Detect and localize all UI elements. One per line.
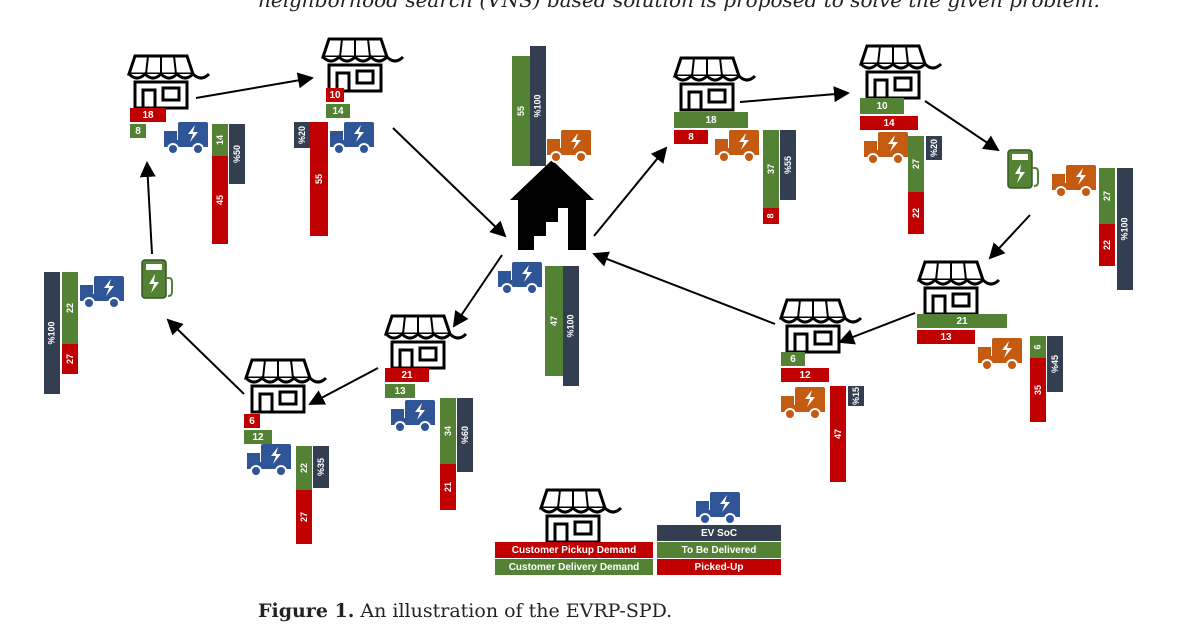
legend-ev-soc: EV SoC <box>657 525 781 541</box>
vehicle-picked-up-bar: 47 <box>830 386 846 482</box>
customer-pickup-demand: 6 <box>244 414 260 428</box>
vehicle-soc-bar: %50 <box>229 124 245 184</box>
vehicle-picked-up-bar: 27 <box>296 490 312 544</box>
depot-out-soc-bar: %100 <box>530 46 546 166</box>
depot-in-soc-bar: %100 <box>563 266 579 386</box>
ev-truck-icon <box>390 399 436 433</box>
ev-truck-icon <box>863 131 909 165</box>
route-arrow <box>392 127 507 238</box>
vehicle-soc-bar: %45 <box>1047 336 1063 392</box>
vehicle-to-be-delivered-bar: 14 <box>212 124 228 156</box>
ev-truck-icon <box>780 386 826 420</box>
legend-customer-delivery: Customer Delivery Demand <box>495 559 653 575</box>
vehicle-soc-bar: %60 <box>457 398 473 472</box>
vehicle-picked-up-bar: 22 <box>1099 224 1115 266</box>
route-arrow <box>592 251 776 325</box>
ev-truck-icon <box>977 337 1023 371</box>
ev-truck-icon <box>714 129 760 163</box>
customer-pickup-demand: 18 <box>130 108 166 122</box>
charger-icon <box>141 259 173 299</box>
customer-delivery-demand: 18 <box>674 112 748 128</box>
customer-pickup-demand: 10 <box>326 88 344 102</box>
vehicle-to-be-delivered-bar: 22 <box>296 446 312 490</box>
vehicle-to-be-delivered-bar: 34 <box>440 398 456 464</box>
store-icon <box>384 314 468 370</box>
store-icon <box>127 54 211 110</box>
customer-delivery-demand: 8 <box>130 124 146 138</box>
customer-delivery-demand: 6 <box>781 352 805 366</box>
route-arrow <box>593 146 668 237</box>
depot-in-delivered-bar: 47 <box>545 266 563 376</box>
route-arrow <box>739 86 850 103</box>
route-arrows <box>139 72 1031 405</box>
customer-pickup-demand: 13 <box>917 330 975 344</box>
store-icon <box>244 358 328 414</box>
ev-truck-icon <box>246 443 292 477</box>
vehicle-to-be-delivered-bar: 6 <box>1030 336 1046 358</box>
route-arrow <box>838 312 916 345</box>
vehicle-picked-up-bar: 55 <box>310 122 328 236</box>
route-arrow <box>166 318 245 395</box>
route-arrow <box>195 72 314 99</box>
header-text: neighborhood search (VNS) based solution… <box>258 0 1100 12</box>
store-icon <box>859 44 943 100</box>
vehicle-picked-up-bar: 27 <box>62 344 78 374</box>
ev-truck-icon <box>497 261 543 295</box>
vehicle-picked-up-bar: 22 <box>908 192 924 234</box>
customer-pickup-demand: 8 <box>674 130 708 144</box>
vehicle-soc-bar: %55 <box>780 130 796 200</box>
figure-caption: Figure 1. An illustration of the EVRP-SP… <box>258 600 672 622</box>
vehicle-soc-bar: %20 <box>294 122 310 148</box>
legend-picked-up: Picked-Up <box>657 559 781 575</box>
legend-to-be-delivered: To Be Delivered <box>657 542 781 558</box>
vehicle-soc-bar: %35 <box>313 446 329 488</box>
customer-delivery-demand: 14 <box>326 104 350 118</box>
vehicle-soc-bar: %20 <box>926 136 942 160</box>
store-icon <box>321 37 405 93</box>
depot-icon <box>510 160 594 250</box>
route-arrow <box>988 214 1031 260</box>
customer-delivery-demand: 13 <box>385 384 415 398</box>
vehicle-picked-up-bar: 8 <box>763 208 779 224</box>
route-arrow <box>452 254 503 328</box>
customer-pickup-demand: 21 <box>385 368 429 382</box>
vehicle-to-be-delivered-bar: 27 <box>1099 168 1115 224</box>
vehicle-picked-up-bar: 21 <box>440 464 456 510</box>
vehicle-soc-bar: %15 <box>848 386 864 406</box>
vehicle-picked-up-bar: 45 <box>212 156 228 244</box>
customer-pickup-demand: 12 <box>781 368 829 382</box>
store-icon <box>539 488 623 544</box>
charger-icon <box>1007 149 1039 189</box>
customer-delivery-demand: 21 <box>917 314 1007 328</box>
vehicle-soc-bar: %100 <box>44 272 60 394</box>
ev-truck-icon <box>163 121 209 155</box>
vehicle-to-be-delivered-bar: 27 <box>908 136 924 192</box>
figure-label: Figure 1. <box>258 600 355 622</box>
ev-truck-icon <box>329 121 375 155</box>
legend-customer-pickup: Customer Pickup Demand <box>495 542 653 558</box>
store-icon <box>779 298 863 354</box>
customer-delivery-demand: 12 <box>244 430 272 444</box>
route-arrow <box>139 161 156 255</box>
store-icon <box>917 260 1001 316</box>
route-arrow <box>924 100 1000 152</box>
ev-truck-icon <box>546 129 592 163</box>
route-arrow <box>308 367 379 405</box>
vehicle-to-be-delivered-bar: 22 <box>62 272 78 344</box>
ev-truck-icon <box>79 275 125 309</box>
vehicle-to-be-delivered-bar: 37 <box>763 130 779 208</box>
customer-delivery-demand: 10 <box>860 98 904 114</box>
figure-caption-text: An illustration of the EVRP-SPD. <box>360 600 673 622</box>
ev-truck-icon <box>695 491 741 525</box>
depot-out-delivered-bar: 55 <box>512 56 530 166</box>
vehicle-soc-bar: %100 <box>1117 168 1133 290</box>
vehicle-picked-up-bar: 35 <box>1030 358 1046 422</box>
ev-truck-icon <box>1051 164 1097 198</box>
customer-pickup-demand: 14 <box>860 116 918 130</box>
